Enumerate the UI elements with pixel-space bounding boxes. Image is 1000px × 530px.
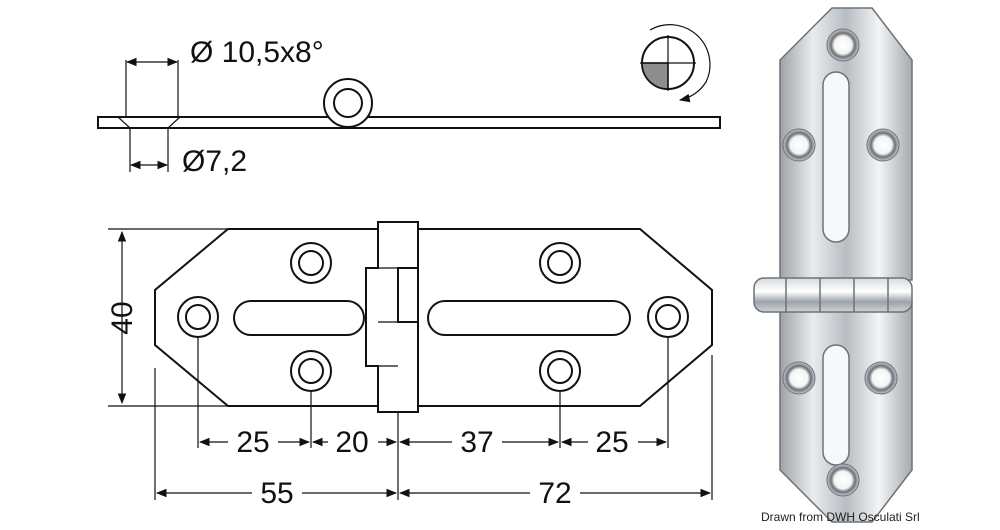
- spacing-label-1: 25: [236, 426, 269, 459]
- spacing-label-2: 20: [335, 426, 368, 459]
- height-dimension-label: 40: [106, 301, 139, 334]
- spacing-label-3: 37: [460, 426, 493, 459]
- image-credit: Drawn from DWH Osculati Srl: [761, 510, 920, 524]
- spacing-label-4: 25: [595, 426, 628, 459]
- hole-dimension-label: Ø7,2: [182, 145, 247, 178]
- side-view: [97, 57, 721, 172]
- front-view-dimensions: [108, 228, 713, 500]
- projection-symbol-icon: [640, 24, 711, 103]
- overall-label-left: 55: [260, 477, 293, 510]
- overall-label-right: 72: [538, 477, 571, 510]
- front-view: [154, 221, 713, 413]
- hinge-product-photo: [753, 7, 913, 523]
- countersink-dimension-label: Ø 10,5x8°: [190, 36, 324, 69]
